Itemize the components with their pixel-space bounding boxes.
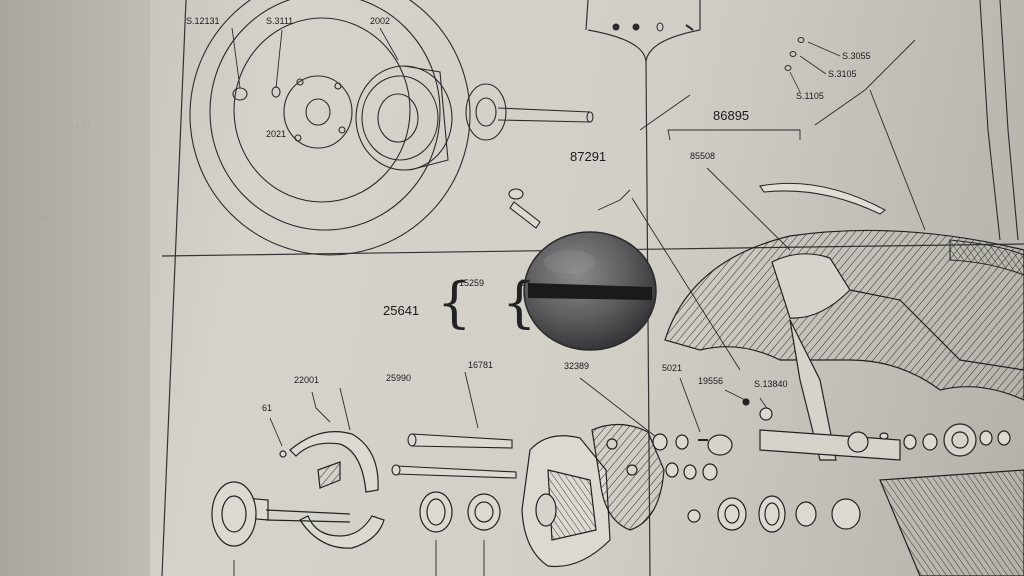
label-2021: 2021 (266, 129, 287, 139)
label-s1105: S.1105 (796, 91, 824, 101)
label-2002: 2002 (370, 16, 391, 26)
swing-arm-drawing (664, 229, 1024, 576)
brake-drum-drawing (189, 0, 594, 256)
label-86895: 86895 (713, 108, 750, 123)
steel-cap (523, 231, 657, 351)
label-25641: 25641 (383, 303, 420, 318)
label-25990: 25990 (386, 373, 412, 383)
label-s13840: S.13840 (754, 379, 788, 389)
bleed-through: · · · · · · · · · · · · (39, 119, 90, 222)
brace-left: { (437, 271, 472, 334)
label-85508: 85508 (690, 151, 716, 161)
small-parts-top (612, 22, 841, 93)
label-s3111: S.3111 (266, 16, 294, 26)
label-s3105: S.3105 (828, 69, 857, 79)
washers-row (419, 398, 1011, 533)
label-61: 61 (262, 403, 273, 413)
svg-text:· · · · · ·: · · · · · · (39, 209, 70, 222)
svg-text:· · · · · ·: · · · · · · (59, 119, 90, 132)
label-8: 8 (520, 278, 526, 288)
label-32389: 32389 (564, 361, 590, 371)
label-s3055: S.3055 (842, 51, 871, 61)
label-s12131: S.12131 (186, 16, 220, 26)
label-5021: 5021 (662, 363, 683, 373)
left-page-edge (0, 0, 150, 576)
label-16781: 16781 (468, 360, 494, 370)
label-19556: 19556 (698, 376, 724, 386)
brace-right: { (502, 271, 537, 334)
spindles (391, 188, 541, 479)
leader-lines (231, 27, 926, 576)
label-22001: 22001 (294, 375, 320, 385)
label-15259: 15259 (459, 278, 485, 288)
hub-brake-drawing (521, 423, 665, 568)
label-87291: 87291 (570, 149, 607, 164)
brake-shoes-drawing (211, 431, 385, 549)
